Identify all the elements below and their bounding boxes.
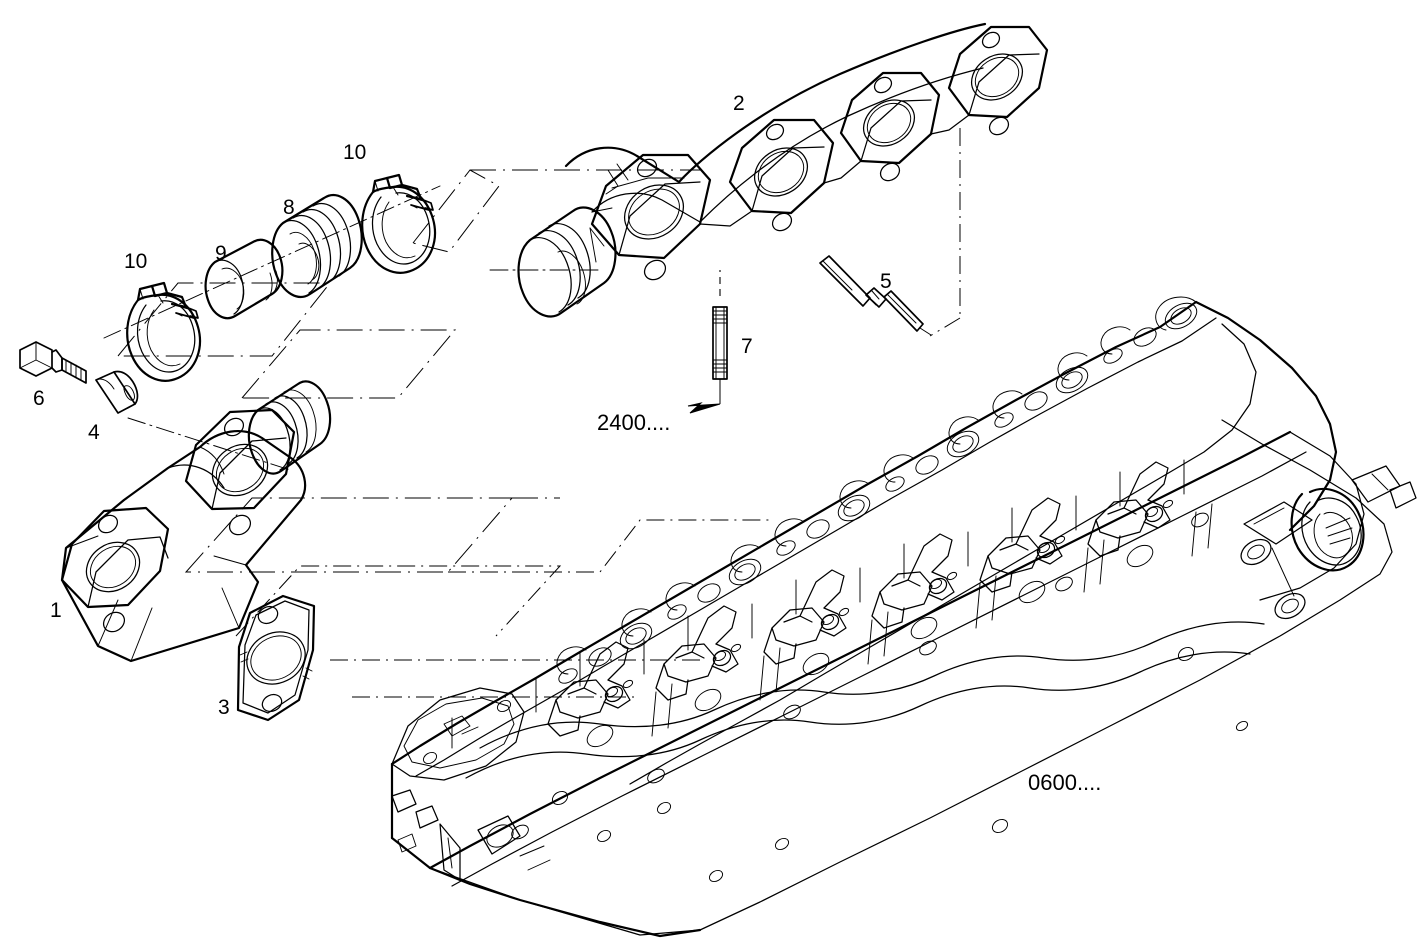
callout-5: 5 [880,270,892,293]
part-v-band-clamp-lower [126,281,202,382]
part-bellows-flex-pipe [271,193,363,299]
reference-0600: 0600.... [1028,770,1102,795]
callout-10-lower: 10 [124,250,148,273]
construction-lines [103,128,961,698]
part-exhaust-manifold [517,22,1049,318]
callout-7: 7 [741,335,753,358]
callout-10-upper: 10 [343,141,367,164]
part-flange-gasket [236,594,316,722]
callout-8: 8 [283,196,295,219]
part-hex-head-bolt [19,341,87,384]
callout-1: 1 [50,599,62,622]
callout-3: 3 [218,696,230,719]
callout-6: 6 [33,387,45,410]
part-intake-manifold-elbow [60,380,332,663]
part-cylinder-head [390,296,1417,938]
part-long-stud-bolt [819,255,932,336]
part-v-band-clamp-upper [361,173,437,274]
part-spacer-sleeve [95,370,139,414]
reference-2400: 2400.... [597,410,671,435]
callout-2: 2 [733,92,745,115]
callout-9: 9 [215,242,227,265]
callout-4: 4 [88,421,100,444]
part-threaded-stud [687,270,728,414]
